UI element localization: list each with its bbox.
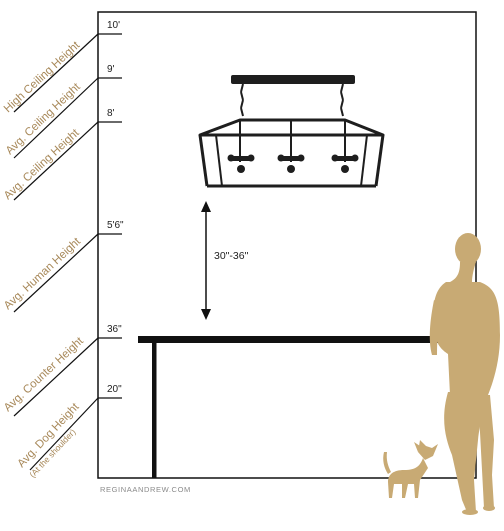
label-avg-human: Avg. Human Height [2, 235, 84, 312]
counter-leg [152, 343, 157, 478]
leader-9ft [13, 77, 99, 159]
height-mark-20in: 20" [107, 384, 122, 395]
height-mark-8ft: 8' [107, 108, 115, 119]
person-silhouette [429, 233, 500, 515]
chandelier-canopy [231, 75, 355, 84]
leader-10ft [13, 33, 99, 113]
website-label: REGINAANDREW.COM [100, 485, 191, 494]
label-avg-ceiling-9: Avg. Ceiling Height [4, 81, 84, 158]
chain-right [340, 83, 344, 117]
lantern-inner-right [360, 134, 368, 187]
clearance-arrow [201, 201, 211, 320]
dog-silhouette [383, 440, 438, 498]
clearance-label: 30"-36" [214, 250, 249, 262]
height-scale [13, 33, 122, 471]
height-mark-5ft6: 5'6" [107, 220, 124, 231]
leader-36in [13, 337, 99, 417]
height-mark-36in: 36" [107, 324, 122, 335]
height-mark-10ft: 10' [107, 20, 120, 31]
leader-5ft6 [13, 233, 99, 313]
lantern-right-side [374, 134, 385, 187]
lantern-left-side [198, 134, 209, 187]
counter-top [138, 336, 476, 343]
counter [138, 336, 476, 478]
lantern-chandelier [198, 75, 385, 188]
height-mark-9ft: 9' [107, 64, 115, 75]
leader-20in [29, 397, 99, 471]
chain-left [240, 83, 244, 117]
leader-8ft [13, 121, 99, 201]
lantern-inner-left [215, 134, 223, 187]
